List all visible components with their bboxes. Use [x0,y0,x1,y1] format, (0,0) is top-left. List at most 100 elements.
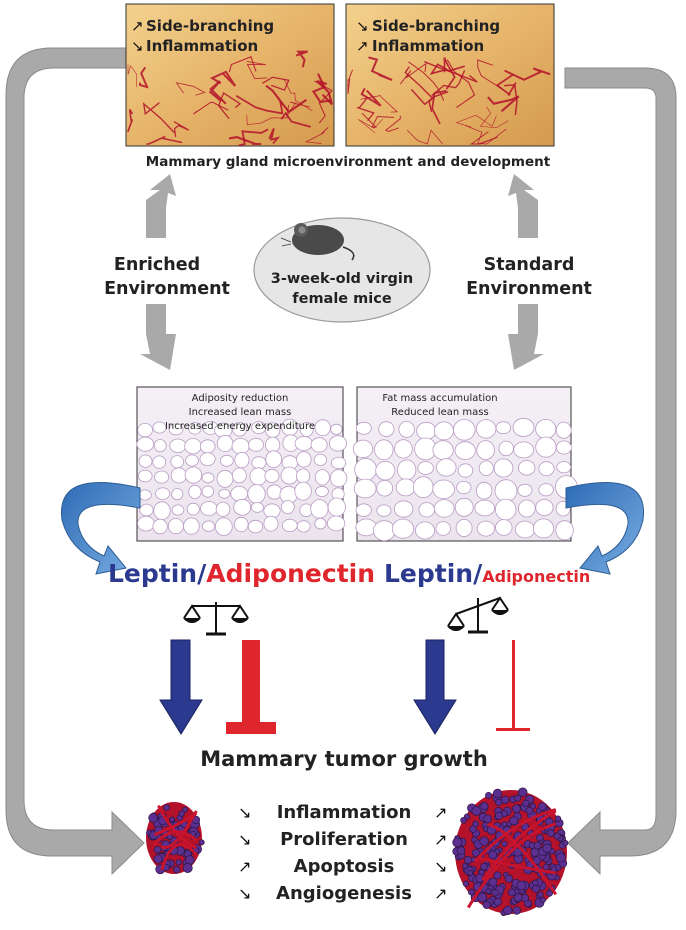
tumor-cell [562,840,569,846]
vessel-line [316,79,334,106]
tumor-cell [514,794,522,802]
tumor-cell [491,889,499,897]
adipocyte-cell [216,434,234,452]
tumor-cell [501,821,508,828]
vessel-line [238,128,269,147]
vessel-line [431,90,447,125]
tumor-cell [468,888,475,896]
ratio-right-leptin: Leptin/ [384,559,483,588]
whole-mount-right-arrow2: ↗ [356,37,369,55]
adipocyte-cell [417,461,434,475]
vessel-line [504,67,551,81]
adipocyte-cell [201,485,215,498]
whole-mount-right-line2: Inflammation [372,37,484,55]
tumor-cell [532,879,539,887]
tumor-cell [182,863,193,873]
mouse-label-line1: 3-week-old virgin [271,271,413,287]
tumor-cell [494,811,503,820]
ratio-left-leptin: Leptin/ [108,559,207,588]
adipocyte-cell [139,503,154,517]
adipocyte-cell [215,501,231,517]
tumor-cell [503,905,513,915]
adipocyte-cell [310,437,328,453]
outcome-label-1: Proliferation [280,829,408,850]
adipocyte-cell [474,499,496,517]
adipocyte-cell [154,470,170,484]
tumor-cell [554,815,562,822]
standard-down-arrow [508,304,544,370]
vessel-line [173,121,190,138]
outcome-left-arrow-1: ↘ [238,830,251,849]
adipocyte-cell [555,421,572,439]
outcome-right-arrow-0: ↗ [434,803,447,822]
tumor-cell [480,801,489,811]
adipocyte-cell [475,419,497,439]
adipocyte-cell [355,503,372,517]
standard-up-arrow [508,174,538,238]
adipocyte-cell [137,469,153,483]
tumor-cell [517,787,528,797]
adipocyte-cell [476,520,495,537]
adipocyte-cell [457,463,474,478]
vessel-line [193,101,229,115]
adipocyte-cell [247,484,266,504]
outcome-right-arrow-1: ↗ [434,830,447,849]
adipocyte-cell [498,440,514,457]
tumor-cell [483,814,492,824]
whole-mount-left-line2: Inflammation [146,37,258,55]
adipocyte-cell [170,467,187,484]
adipocyte-cell [538,483,554,497]
adipocyte-cell [263,515,279,532]
adipocyte-cell [263,503,281,519]
tumor-cell [462,880,470,887]
adipocyte-cell [475,481,493,500]
adipocyte-cell [251,456,267,470]
vessel-line [228,56,257,73]
vessel-line [209,70,237,87]
tumor-cell [493,897,502,906]
vessel-line [286,101,311,117]
tumor-cell [501,840,508,847]
adipocyte-cell [138,454,153,468]
vessel-line [469,131,498,145]
vessel-line [503,84,518,116]
tumor-cell [509,816,519,826]
vessel-line [142,102,175,133]
outcome-label-3: Angiogenesis [276,883,412,904]
adipocyte-cell [170,455,185,469]
outcome-list: ↘Inflammation↗↘Proliferation↗↗Apoptosis↘… [238,802,447,904]
balance-scale-right-icon [447,596,509,634]
adipocyte-cell [233,498,252,516]
histo-left-line3: Increased energy expenditure [165,421,315,432]
vessel-line [217,92,242,120]
leptin-arrow-left [159,639,203,735]
adipocyte-cell [495,519,513,536]
adipocyte-cell [454,441,476,460]
adipocyte-cell [230,486,249,502]
vessel-line [265,85,307,114]
adipocyte-cell [201,472,215,484]
adipocyte-cell [281,518,298,533]
mouse-badge: 3-week-old virgin female mice [253,217,431,323]
adipocyte-cell [295,468,311,484]
vessel-line [368,56,393,81]
tumor-vessel [473,808,557,863]
adipocyte-cell [314,419,331,437]
adipocyte-cell [231,437,250,455]
adipocyte-cell [418,502,435,518]
tumor-cell [492,788,503,799]
adipocyte-cell [330,423,343,435]
vessel-line [127,109,134,133]
adipocyte-cell [169,438,187,454]
vessel-line [347,69,353,94]
adipocyte-cell [202,520,215,532]
adipocyte-cell [414,521,435,540]
adiponectin-inhibitor-right [496,640,530,731]
adipocyte-cell [249,467,268,486]
adipocyte-cell [315,485,329,497]
adipocyte-cell [247,437,264,452]
adipocyte-cell [329,469,348,488]
tumor-large [452,787,569,917]
adipocyte-cell [353,478,377,499]
ratio-left: Leptin/Adiponectin [108,559,375,588]
